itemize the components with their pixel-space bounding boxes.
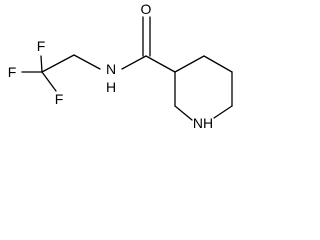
bond-ring-c6-n	[213, 105, 233, 119]
bonds	[21, 16, 233, 121]
bond-amide-n-ch2	[73, 54, 101, 70]
atom-ring-nitrogen: NH	[193, 115, 213, 131]
bond-ring-c3-c4	[174, 55, 205, 73]
atom-amide-nitrogen: N	[106, 61, 116, 77]
bond-carbonyl-amide-n	[121, 55, 147, 70]
atom-labels: O N H F F F NH	[8, 1, 213, 131]
atom-fluorine-top: F	[37, 38, 46, 54]
bond-c-f-top	[40, 55, 43, 73]
atom-amide-hydrogen: H	[106, 79, 116, 95]
molecule-structure: O N H F F F NH	[8, 1, 233, 131]
atom-oxygen: O	[141, 1, 152, 17]
bond-ring-c4-c5	[203, 55, 233, 73]
bond-ch2-cf3	[41, 54, 75, 73]
bond-c-f-bottom	[41, 71, 57, 92]
bond-carbonyl-ring	[145, 55, 176, 73]
atom-fluorine-bottom: F	[55, 91, 64, 107]
atom-fluorine-left: F	[8, 64, 17, 80]
bond-ring-n-c2	[174, 105, 193, 121]
